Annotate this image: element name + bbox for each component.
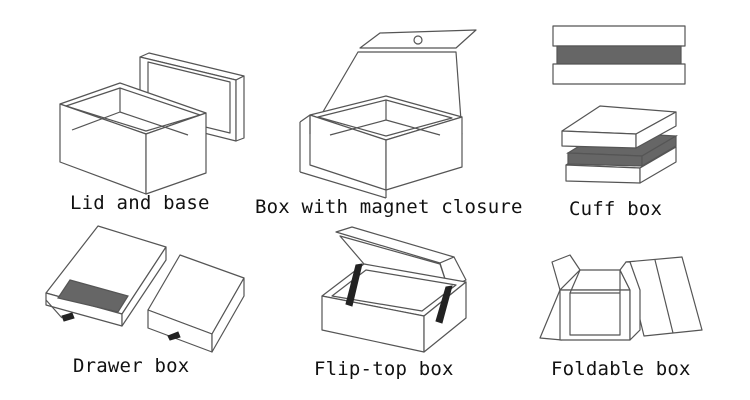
flip-top-illustration <box>321 226 467 353</box>
cuff-box-illustration <box>552 25 686 184</box>
caption-drawer-box: Drawer box <box>73 355 190 377</box>
caption-lid-and-base: Lid and base <box>70 192 210 214</box>
caption-flip-top-box: Flip-top box <box>314 358 454 380</box>
caption-cuff-box: Cuff box <box>569 198 663 220</box>
caption-foldable-box: Foldable box <box>551 358 691 380</box>
lid-and-base-illustration <box>59 52 245 195</box>
foldable-box-illustration <box>539 254 703 341</box>
caption-magnet-closure: Box with magnet closure <box>255 196 523 218</box>
drawer-box-illustration <box>45 225 245 353</box>
magnet-closure-illustration <box>299 29 477 199</box>
